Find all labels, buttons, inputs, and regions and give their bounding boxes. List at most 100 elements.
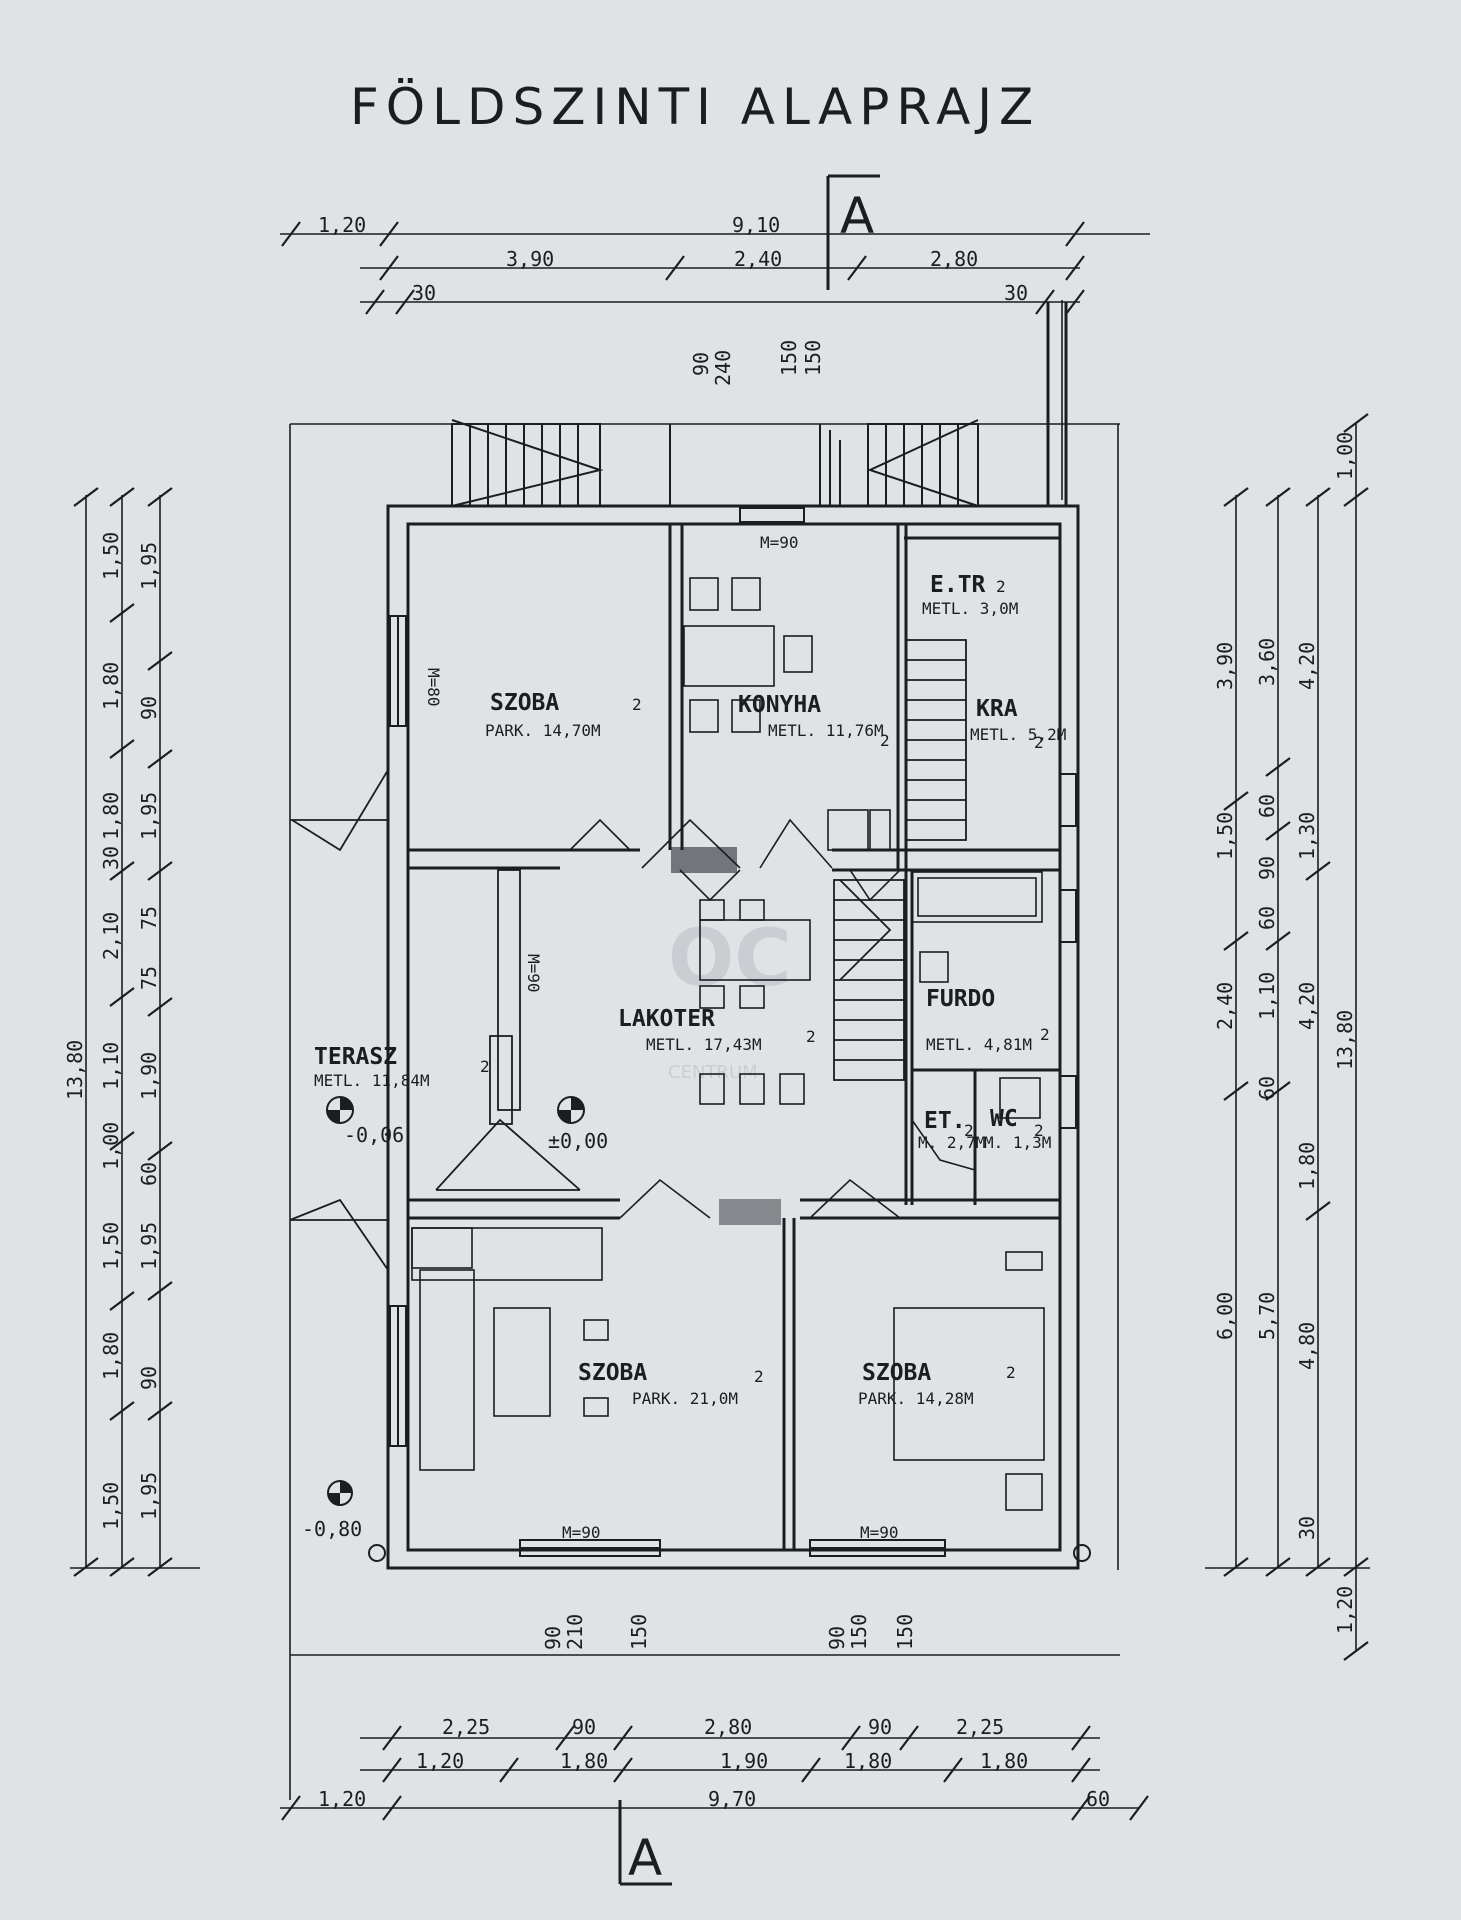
svg-text:90: 90: [689, 352, 713, 376]
svg-text:1,10: 1,10: [99, 1042, 123, 1090]
svg-text:90: 90: [825, 1626, 849, 1650]
room-area-wc: M. 1,3M: [984, 1133, 1051, 1152]
room-area-etr: METL. 3,0M: [922, 599, 1018, 618]
room-name-szoba-3: SZOBA: [862, 1360, 931, 1386]
svg-text:30: 30: [412, 281, 436, 305]
svg-text:60: 60: [137, 1162, 161, 1186]
section-label-bottom: A: [628, 1829, 662, 1887]
svg-text:M=80: M=80: [424, 668, 443, 707]
svg-text:M=90: M=90: [860, 1523, 899, 1542]
room-name-terasz: TERASZ: [314, 1044, 397, 1070]
dimension-lines: [70, 233, 1370, 1809]
svg-text:2: 2: [1034, 733, 1044, 752]
room-name-furdo: FURDO: [926, 986, 995, 1012]
svg-text:1,80: 1,80: [1295, 1142, 1319, 1190]
room-name-szoba-2: SZOBA: [578, 1360, 647, 1386]
svg-text:1,80: 1,80: [99, 662, 123, 710]
plan-drawing: [70, 221, 1370, 1821]
room-name-lakoter: LAKOTER: [618, 1006, 715, 1032]
svg-text:1,80: 1,80: [844, 1749, 892, 1773]
svg-text:90: 90: [137, 1366, 161, 1390]
svg-text:60: 60: [1086, 1787, 1110, 1811]
svg-text:3,90: 3,90: [506, 247, 554, 271]
room-name-konyha: KONYHA: [738, 692, 821, 718]
svg-text:2,25: 2,25: [956, 1715, 1004, 1739]
chimney: [671, 847, 781, 1225]
svg-text:30: 30: [99, 846, 123, 870]
svg-text:1,20: 1,20: [318, 213, 366, 237]
svg-text:2: 2: [806, 1027, 816, 1046]
svg-text:1,95: 1,95: [137, 792, 161, 840]
svg-text:30: 30: [1295, 1516, 1319, 1540]
svg-text:1,80: 1,80: [560, 1749, 608, 1773]
svg-text:5,70: 5,70: [1255, 1292, 1279, 1340]
outer-walls: [386, 302, 1080, 1570]
svg-text:2: 2: [1034, 1121, 1044, 1140]
svg-text:4,20: 4,20: [1295, 982, 1319, 1030]
svg-text:1,10: 1,10: [1255, 972, 1279, 1020]
watermark: OC CENTRUM: [668, 914, 792, 1083]
room-name-kra: KRA: [976, 696, 1018, 722]
svg-text:60: 60: [1255, 794, 1279, 818]
room-area-et: M. 2,7M: [918, 1133, 985, 1152]
svg-text:1,80: 1,80: [99, 792, 123, 840]
room-name-szoba-1: SZOBA: [490, 690, 559, 716]
svg-text:1,00: 1,00: [1333, 432, 1357, 480]
svg-text:2: 2: [480, 1057, 490, 1076]
windows: [389, 507, 1077, 1557]
svg-text:1,20: 1,20: [318, 1787, 366, 1811]
watermark-logo: OC: [668, 914, 792, 1004]
svg-text:1,50: 1,50: [99, 1222, 123, 1270]
svg-text:1,95: 1,95: [137, 542, 161, 590]
level-outside: -0,80: [302, 1517, 362, 1541]
svg-text:150: 150: [801, 340, 825, 376]
svg-text:M=90: M=90: [562, 1523, 601, 1542]
svg-text:4,20: 4,20: [1295, 642, 1319, 690]
room-name-etr: E.TR: [930, 572, 986, 598]
svg-text:2: 2: [964, 1121, 974, 1140]
terrace: [289, 769, 581, 1271]
tick-marks: [73, 221, 1369, 1821]
svg-text:1,80: 1,80: [980, 1749, 1028, 1773]
svg-text:1,00: 1,00: [99, 1122, 123, 1170]
section-mark-bottom: A: [618, 1800, 672, 1887]
svg-text:2: 2: [880, 731, 890, 750]
dims-right: 3,90 1,50 2,40 6,00 3,60 60 90 60 1,10 6…: [1213, 432, 1357, 1634]
dims-top: 1,20 9,10 3,90 2,40 2,80 30 30 90 240 15…: [318, 213, 1028, 386]
svg-text:150: 150: [777, 340, 801, 376]
svg-text:2: 2: [632, 695, 642, 714]
room-area-terasz: METL. 11,84M: [314, 1071, 430, 1090]
svg-text:2,80: 2,80: [930, 247, 978, 271]
room-labels: SZOBA 2 PARK. 14,70M KONYHA METL. 11,76M…: [314, 572, 1066, 1408]
svg-text:240: 240: [711, 350, 735, 386]
svg-text:1,80: 1,80: [99, 1332, 123, 1380]
svg-text:1,90: 1,90: [720, 1749, 768, 1773]
svg-text:1,95: 1,95: [137, 1472, 161, 1520]
room-area-szoba-3: PARK. 14,28M: [858, 1389, 974, 1408]
svg-text:90: 90: [572, 1715, 596, 1739]
svg-text:150: 150: [893, 1614, 917, 1650]
room-area-szoba-2: PARK. 21,0M: [632, 1389, 738, 1408]
svg-text:90: 90: [868, 1715, 892, 1739]
svg-text:9,70: 9,70: [708, 1787, 756, 1811]
svg-text:2: 2: [754, 1367, 764, 1386]
dims-bottom: 2,25 90 2,80 90 2,25 1,20 1,80 1,90 1,80…: [318, 1614, 1110, 1811]
svg-text:13,80: 13,80: [1333, 1010, 1357, 1070]
section-mark-top: A: [826, 174, 880, 290]
svg-text:2: 2: [996, 577, 1006, 596]
room-area-lakoter: METL. 17,43M: [646, 1035, 762, 1054]
room-name-et: ET.: [924, 1108, 966, 1134]
svg-text:2,40: 2,40: [1213, 982, 1237, 1030]
section-label-top: A: [840, 187, 874, 245]
svg-text:2: 2: [1040, 1025, 1050, 1044]
room-area-konyha: METL. 11,76M: [768, 721, 884, 740]
svg-text:3,60: 3,60: [1255, 638, 1279, 686]
svg-text:60: 60: [1255, 906, 1279, 930]
entrance-stairs: [451, 419, 979, 507]
room-area-szoba-1: PARK. 14,70M: [485, 721, 601, 740]
drawing-title: FÖLDSZINTI ALAPRAJZ: [350, 78, 1040, 136]
svg-text:1,50: 1,50: [99, 1482, 123, 1530]
svg-text:3,90: 3,90: [1213, 642, 1237, 690]
svg-text:1,20: 1,20: [416, 1749, 464, 1773]
svg-text:150: 150: [627, 1614, 651, 1650]
